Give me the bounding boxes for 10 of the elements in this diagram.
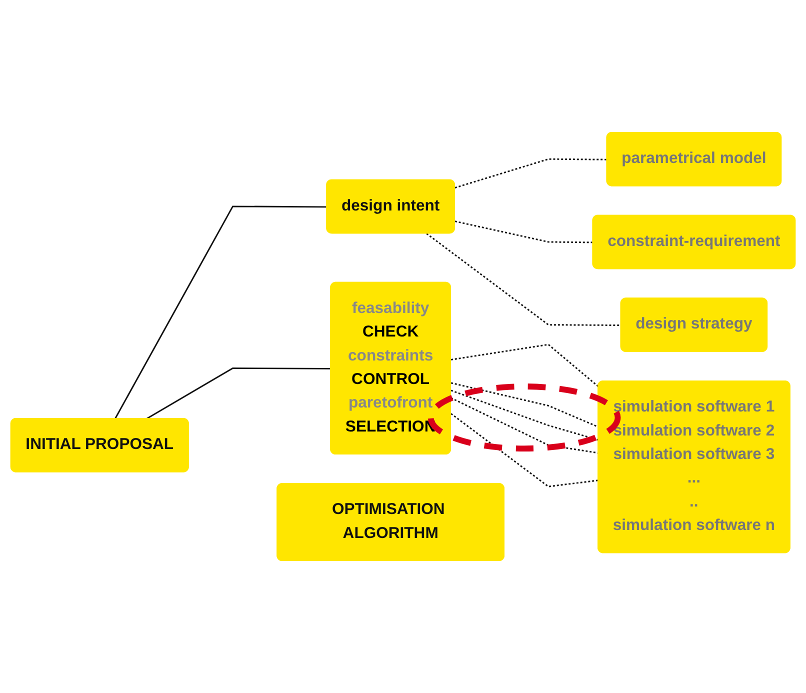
connector bbox=[450, 382, 599, 428]
connector bbox=[426, 232, 622, 326]
connector bbox=[450, 413, 599, 488]
diagram-drawing: INITIAL PROPOSAL design intent parametrical model constraint-requirement design strategy feasability CHECK constraints CONTROL paretofront SELECTION simulation software 1 simulation software 2 simulation software 3 ... .. simulation software n OPTIMISATION ALGORITHM bbox=[3, 3, 803, 690]
connector bbox=[450, 344, 599, 388]
connector bbox=[454, 158, 608, 188]
connector bbox=[450, 390, 599, 441]
connector bbox=[146, 367, 332, 420]
connector bbox=[114, 206, 328, 420]
connector bbox=[454, 220, 594, 244]
